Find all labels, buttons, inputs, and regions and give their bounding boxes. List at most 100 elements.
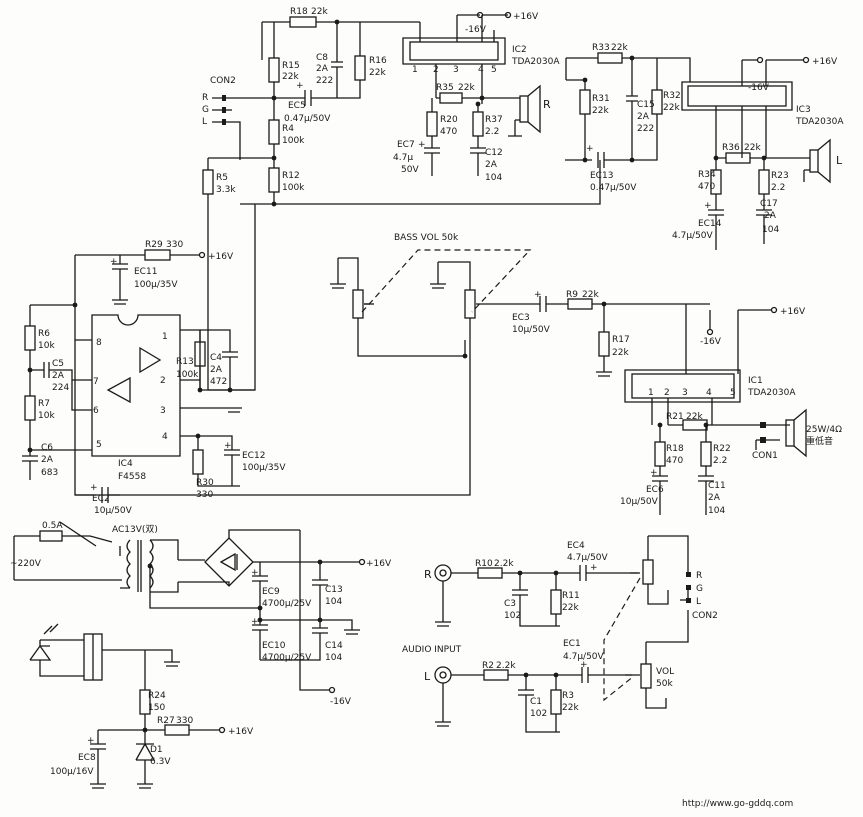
EC14-val: 4.7μ/50V (672, 231, 714, 241)
C12-v1: 2A (485, 160, 498, 170)
EC1-plus: + (580, 660, 588, 670)
resistor-R32 (651, 89, 663, 115)
input-l-label: L (424, 670, 431, 683)
resistor-R20 (426, 111, 438, 137)
ic2-plus16: +16V (513, 12, 539, 22)
ic4-pin-6: 6 (93, 406, 99, 416)
C17-ref: C17 (760, 199, 778, 209)
R23-ref: R23 (771, 171, 789, 181)
ic1-pin-5: 5 (730, 388, 736, 398)
speaker-L-icon (809, 149, 819, 173)
resistor-R24 (139, 689, 151, 715)
D1-ref: D1 (150, 745, 163, 755)
resistor-R36 (725, 152, 751, 164)
IC4-val: F4558 (118, 472, 146, 482)
IC1-ref: IC1 (748, 376, 763, 386)
C17-v1: 2A (764, 211, 777, 221)
resistor-R22 (700, 441, 712, 467)
R37-ref: R37 (485, 115, 503, 125)
con2b-pin-r: R (696, 571, 702, 581)
IC4-ref: IC4 (118, 459, 133, 469)
resistor-R31 (579, 89, 591, 115)
resistor-R4 (268, 119, 280, 145)
EC5-plus: + (296, 81, 304, 91)
ic3-body (681, 81, 793, 111)
R22-ref: R22 (713, 444, 731, 454)
EC9-plus: + (251, 568, 259, 578)
R9-ref: R9 (566, 290, 578, 300)
sub-spec: 25W/4Ω (806, 425, 842, 435)
IC2-val: TDA2030A (511, 57, 560, 67)
led-icon (29, 639, 84, 677)
R3-val: 22k (562, 703, 579, 713)
R33-ref: R33 (592, 43, 610, 53)
C5-v1: 2A (52, 371, 65, 381)
EC11-ref: EC11 (134, 267, 157, 277)
R24-val: 150 (148, 703, 165, 713)
ic4-body (91, 314, 181, 457)
C3-ref: C3 (504, 599, 516, 609)
C8-v2: 222 (316, 76, 333, 86)
con2-bottom-label: CON2 (692, 611, 718, 621)
ic2-body (402, 37, 506, 65)
vol-pot-r (642, 559, 654, 585)
opamp-ic4-section: R29 330 +16V + EC11 100μ/35V 8 7 6 5 1 2… (22, 204, 286, 516)
bass-vol-label: BASS VOL 50k (394, 233, 459, 243)
con1-label: CON1 (752, 451, 778, 461)
EC12-val: 100μ/35V (242, 463, 286, 473)
C15-v2: 222 (637, 124, 654, 134)
C1-ref: C1 (530, 697, 542, 707)
R10-val: 2.2k (494, 559, 514, 569)
R23-val: 2.2 (771, 183, 785, 193)
ic1-minus16: -16V (700, 337, 722, 347)
C12-ref: C12 (485, 148, 503, 158)
EC12-plus: + (224, 441, 232, 451)
R31-val: 22k (592, 106, 609, 116)
ic2-pin-1: 1 (412, 65, 418, 75)
R30-ref: R30 (196, 478, 214, 488)
R32-val: 22k (663, 103, 680, 113)
EC1-ref: EC1 (563, 639, 581, 649)
R18b-val: 470 (666, 456, 683, 466)
C11-ref: C11 (708, 481, 726, 491)
zener-diode-icon (135, 730, 156, 789)
con2-top-label: CON2 (210, 76, 236, 86)
con2-pin-g: G (202, 105, 209, 115)
sub-name: 重低音 (806, 435, 833, 447)
VOL-val: 50k (656, 679, 673, 689)
IC1-val: TDA2030A (747, 388, 796, 398)
ic2-pin-5: 5 (491, 65, 497, 75)
R7-val: 10k (38, 411, 55, 421)
ic4-pin-4: 4 (162, 432, 168, 442)
EC4-plus: + (590, 563, 598, 573)
resistor-R5 (202, 169, 214, 195)
EC7-plus: + (418, 140, 426, 150)
bass-volume-section: BASS VOL 50k + EC3 10μ/50V R9 22k R17 22… (75, 233, 710, 496)
R33-val: 22k (611, 43, 628, 53)
resistor-R23 (758, 169, 770, 195)
R36-ref: R36 (722, 143, 740, 153)
C6-ref: C6 (41, 443, 53, 453)
R4-val: 100k (282, 136, 305, 146)
EC8-plus: + (87, 736, 95, 746)
R9-val: 22k (582, 290, 599, 300)
vol-pot-l (640, 663, 652, 689)
EC8-val: 100μ/16V (50, 767, 94, 777)
EC5-ref: EC5 (288, 101, 306, 111)
speaker-R-icon (519, 95, 529, 123)
R17-val: 22k (612, 348, 629, 358)
website-watermark: http://www.go-gddq.com (682, 799, 793, 809)
rca-jack-r-icon (434, 564, 452, 582)
R16-val: 22k (369, 68, 386, 78)
R18-val: 22k (311, 7, 328, 17)
R22-val: 2.2 (713, 456, 727, 466)
ic3-plus16: +16V (812, 57, 838, 67)
resistor-R30 (192, 449, 204, 475)
EC6-plus: + (650, 468, 658, 478)
EC13-ref: EC13 (590, 171, 613, 181)
IC3-ref: IC3 (796, 105, 811, 115)
R32-ref: R32 (663, 91, 681, 101)
R24-ref: R24 (148, 691, 166, 701)
